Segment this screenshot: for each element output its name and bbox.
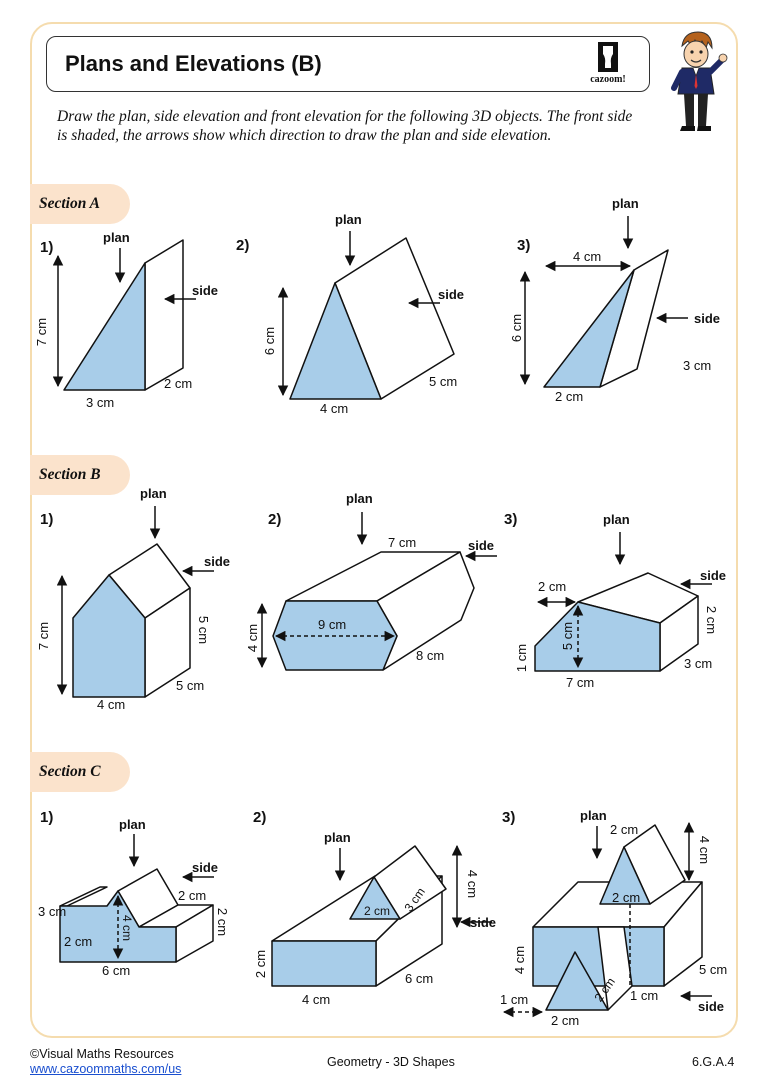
- c1-dim-side: 2 cm: [215, 908, 230, 936]
- logo-text: cazoom!: [590, 74, 626, 85]
- c1-side-label: side: [192, 860, 218, 875]
- footer-copyright: ©Visual Maths Resources: [30, 1047, 174, 1061]
- b1-number: 1): [40, 511, 53, 528]
- footer-standard-code: 6.G.A.4: [692, 1055, 735, 1069]
- c3-dim-depth: 5 cm: [699, 962, 727, 977]
- a3-number: 3): [517, 237, 530, 254]
- figure-c2: [271, 844, 492, 987]
- a3-dim-depth: 3 cm: [683, 358, 711, 373]
- c3-dim-triangle: 2 cm: [612, 890, 640, 905]
- c1-dim-base: 6 cm: [102, 963, 130, 978]
- c2-dim-total: 4 cm: [465, 870, 480, 898]
- b3-dim-low: 1 cm: [514, 644, 529, 672]
- title-box: Plans and Elevations (B): [46, 36, 650, 92]
- c2-dim-base: 4 cm: [302, 992, 330, 1007]
- c3-dim-base: 2 cm: [551, 1013, 579, 1028]
- a1-dim-depth: 2 cm: [164, 376, 192, 391]
- b3-dim-side: 2 cm: [704, 606, 719, 634]
- a3-plan-label: plan: [612, 196, 639, 211]
- b3-dim-depth: 3 cm: [684, 656, 712, 671]
- b1-plan-label: plan: [140, 486, 167, 501]
- c1-dim-front: 2 cm: [64, 934, 92, 949]
- b2-side-label: side: [468, 538, 494, 553]
- figure-b2: [256, 512, 497, 671]
- c2-side-label: side: [470, 915, 496, 930]
- a2-plan-label: plan: [335, 212, 362, 227]
- a3-dim-base: 2 cm: [555, 389, 583, 404]
- a3-side-label: side: [694, 311, 720, 326]
- c1-dim-ridge: 2 cm: [178, 888, 206, 903]
- b1-dim-height: 7 cm: [36, 622, 51, 650]
- b2-dim-width: 9 cm: [318, 617, 346, 632]
- figure-b3: [534, 532, 712, 672]
- footer-url-link[interactable]: www.cazoommaths.com/us: [30, 1062, 182, 1076]
- b3-side-label: side: [700, 568, 726, 583]
- figure-a3: [519, 216, 688, 388]
- page-title: Plans and Elevations (B): [65, 51, 322, 76]
- c2-dim-height: 2 cm: [253, 950, 268, 978]
- c3-dim-height: 4 cm: [512, 946, 527, 974]
- c2-dim-depth: 6 cm: [405, 971, 433, 986]
- c3-dim-right-gap: 1 cm: [630, 988, 658, 1003]
- instructions: Draw the plan, side elevation and front …: [57, 108, 633, 144]
- c3-plan-label: plan: [580, 808, 607, 823]
- mascot-character-icon: [671, 31, 728, 131]
- figure-c3: [502, 821, 712, 1018]
- c3-dim-top: 2 cm: [610, 822, 638, 837]
- a2-side-label: side: [438, 287, 464, 302]
- b2-dim-top: 7 cm: [388, 535, 416, 550]
- a2-dim-height: 6 cm: [262, 327, 277, 355]
- footer-topic: Geometry - 3D Shapes: [327, 1055, 455, 1069]
- b2-plan-label: plan: [346, 491, 373, 506]
- a2-number: 2): [236, 237, 249, 254]
- section-b-label: Section B: [39, 466, 101, 483]
- c2-plan-label: plan: [324, 830, 351, 845]
- footer-credits: ©Visual Maths Resources www.cazoommaths.…: [30, 1047, 181, 1077]
- c1-number: 1): [40, 809, 53, 826]
- a1-dim-base: 3 cm: [86, 395, 114, 410]
- c3-number: 3): [502, 809, 515, 826]
- figure-b1: [56, 506, 214, 698]
- c3-side-label: side: [698, 999, 724, 1014]
- section-c-label: Section C: [39, 763, 101, 780]
- c3-dim-gap: 1 cm: [500, 992, 528, 1007]
- a1-plan-label: plan: [103, 230, 130, 245]
- a1-side-label: side: [192, 283, 218, 298]
- b1-side-label: side: [204, 554, 230, 569]
- b1-dim-side: 5 cm: [196, 616, 211, 644]
- a1-number: 1): [40, 239, 53, 256]
- a2-dim-depth: 5 cm: [429, 374, 457, 389]
- cazoom-logo: cazoom!: [580, 40, 636, 90]
- section-a-label: Section A: [39, 195, 101, 212]
- figure-a2: [277, 231, 455, 400]
- section-c-tab: Section C: [30, 752, 130, 792]
- c1-plan-label: plan: [119, 817, 146, 832]
- b2-dim-depth: 8 cm: [416, 648, 444, 663]
- b1-dim-depth: 5 cm: [176, 678, 204, 693]
- b2-number: 2): [268, 511, 281, 528]
- b3-plan-label: plan: [603, 512, 630, 527]
- a1-dim-height: 7 cm: [34, 318, 49, 346]
- b2-dim-height: 4 cm: [245, 624, 260, 652]
- c3-dim-topheight: 4 cm: [697, 836, 712, 864]
- b3-dim-top: 2 cm: [538, 579, 566, 594]
- c2-number: 2): [253, 809, 266, 826]
- c2-dim-triangle: 2 cm: [364, 904, 390, 918]
- a2-dim-base: 4 cm: [320, 401, 348, 416]
- a3-dim-top: 4 cm: [573, 249, 601, 264]
- a3-dim-height: 6 cm: [509, 314, 524, 342]
- c1-dim-left: 3 cm: [38, 904, 66, 919]
- c1-dim-peak: 4 cm: [120, 915, 134, 941]
- page-frame: [30, 22, 738, 1038]
- section-b-tab: Section B: [30, 455, 130, 495]
- figure-a1: [52, 239, 196, 391]
- b3-dim-height: 5 cm: [560, 622, 575, 650]
- b3-dim-base: 7 cm: [566, 675, 594, 690]
- b1-dim-base: 4 cm: [97, 697, 125, 712]
- b3-number: 3): [504, 511, 517, 528]
- section-a-tab: Section A: [30, 184, 130, 224]
- figure-c1: [59, 834, 214, 963]
